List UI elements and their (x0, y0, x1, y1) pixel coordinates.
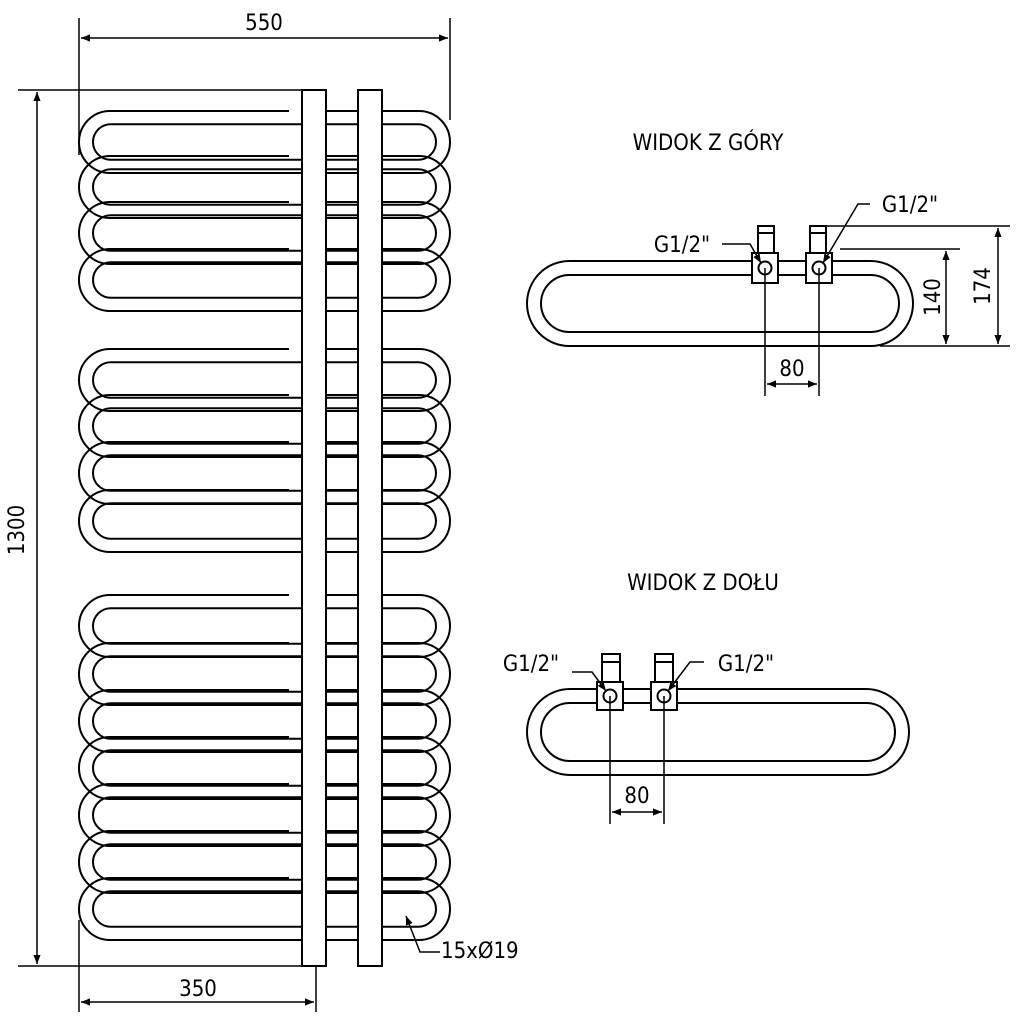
tube-loop-inner (92, 361, 437, 399)
collector-bar-right (357, 89, 383, 967)
tube-loop-outer (78, 441, 451, 505)
tube-loop-outer (78, 394, 451, 458)
top-connector-left-label: G1/2" (654, 233, 710, 258)
tube-loop-outer (78, 489, 451, 553)
tube-loop-inner (92, 655, 437, 693)
tube-loop-outer (78, 348, 451, 412)
tube-loop-inner (92, 890, 437, 928)
top-valve-stem-right (809, 225, 827, 254)
heating-tubes (78, 110, 451, 941)
bottom-connector-right-label: G1/2" (718, 652, 774, 677)
bottom-view (526, 653, 910, 824)
tube-loop-outer (78, 248, 451, 312)
top-dimension-depth-174: 174 (971, 267, 996, 305)
top-valve-stem-left (757, 225, 775, 254)
dimension-width-pipes: 350 (179, 977, 217, 1002)
bottom-view-inner-loop (540, 702, 896, 762)
top-view-title: WIDOK Z GÓRY (633, 130, 785, 156)
bottom-valve-stem-right (654, 653, 674, 683)
tube-loop-outer (78, 689, 451, 753)
dimension-height-overall: 1300 (5, 505, 30, 555)
top-dimension-spacing: 80 (779, 357, 804, 382)
tube-loop-outer (78, 155, 451, 219)
tube-loop-inner (92, 749, 437, 787)
tube-loop-outer (78, 877, 451, 941)
pipe-spec-leader (405, 915, 440, 953)
tube-loop-outer (78, 783, 451, 847)
top-view-inner-loop (540, 274, 900, 333)
tube-loop-outer (78, 642, 451, 706)
top-dimension-depth-140: 140 (921, 278, 946, 316)
top-view-outer-loop (526, 260, 914, 347)
tube-loop-inner (92, 123, 437, 161)
tube-loop-inner (92, 168, 437, 206)
tube-loop-inner (92, 796, 437, 834)
tube-loop-inner (92, 214, 437, 252)
tube-loop-inner (92, 502, 437, 540)
front-view (18, 18, 451, 1012)
pipe-spec-label: 15xØ19 (441, 939, 519, 964)
tube-loop-outer (78, 594, 451, 658)
tube-loop-inner (92, 843, 437, 881)
bottom-view-title: WIDOK Z DOŁU (627, 571, 779, 596)
tube-loop-outer (78, 736, 451, 800)
bottom-view-outer-loop (526, 688, 910, 776)
tube-loop-inner (92, 607, 437, 645)
bottom-connector-left-label: G1/2" (503, 652, 559, 677)
bottom-dimension-spacing: 80 (624, 784, 649, 809)
tube-loop-outer (78, 110, 451, 174)
dimension-width-overall: 550 (245, 11, 283, 36)
tube-loop-outer (78, 830, 451, 894)
collector-bar-left (301, 89, 327, 967)
top-view (526, 203, 1010, 396)
tube-loop-outer (78, 201, 451, 265)
tube-loop-inner (92, 454, 437, 492)
top-connector-right-label: G1/2" (882, 193, 938, 218)
tube-loop-inner (92, 407, 437, 445)
tube-loop-inner (92, 702, 437, 740)
bottom-valve-stem-left (601, 653, 621, 683)
tube-loop-inner (92, 261, 437, 299)
